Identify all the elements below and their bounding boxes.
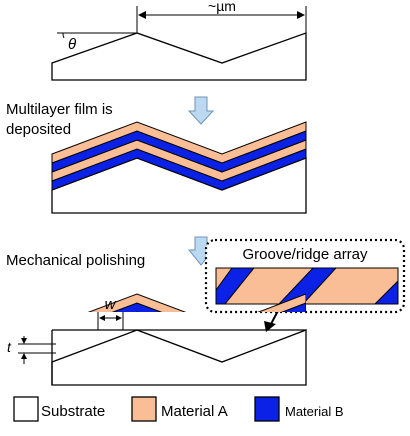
groove-ridge-inset: Groove/ridge array bbox=[204, 238, 406, 332]
step-1-label-line2: deposited bbox=[6, 121, 71, 138]
process-arrow-1-icon bbox=[187, 96, 215, 125]
layer-material-a bbox=[51, 121, 307, 164]
polished-panel: w t bbox=[7, 293, 307, 386]
inset-material-b-stripe bbox=[215, 267, 256, 305]
substrate-body bbox=[51, 32, 307, 81]
legend-label-material-a: Material A bbox=[161, 403, 228, 420]
thickness-symbol: t bbox=[7, 339, 12, 355]
legend-label-material-b: Material B bbox=[285, 404, 344, 419]
angle-symbol: θ bbox=[68, 36, 76, 53]
inset-title: Groove/ridge array bbox=[242, 246, 368, 263]
legend-label-substrate: Substrate bbox=[41, 403, 105, 420]
legend-swatch-material-a bbox=[131, 396, 157, 422]
step-2-label: Mechanical polishing bbox=[6, 252, 145, 269]
layer-material-a bbox=[52, 293, 306, 312]
substrate-panel: ~µm θ bbox=[51, 0, 307, 81]
width-symbol: w bbox=[105, 296, 117, 313]
legend-swatch-material-b bbox=[254, 396, 280, 422]
scale-label: ~µm bbox=[208, 0, 236, 14]
angle-arc bbox=[62, 32, 65, 39]
multilayer-panel bbox=[51, 121, 307, 214]
inset-material-b-stripe bbox=[373, 279, 399, 305]
legend: Substrate Material A Material B bbox=[13, 396, 344, 422]
step-1-label-line1: Multilayer film is bbox=[6, 101, 113, 118]
substrate-body bbox=[51, 329, 307, 386]
legend-swatch-substrate bbox=[13, 396, 39, 422]
